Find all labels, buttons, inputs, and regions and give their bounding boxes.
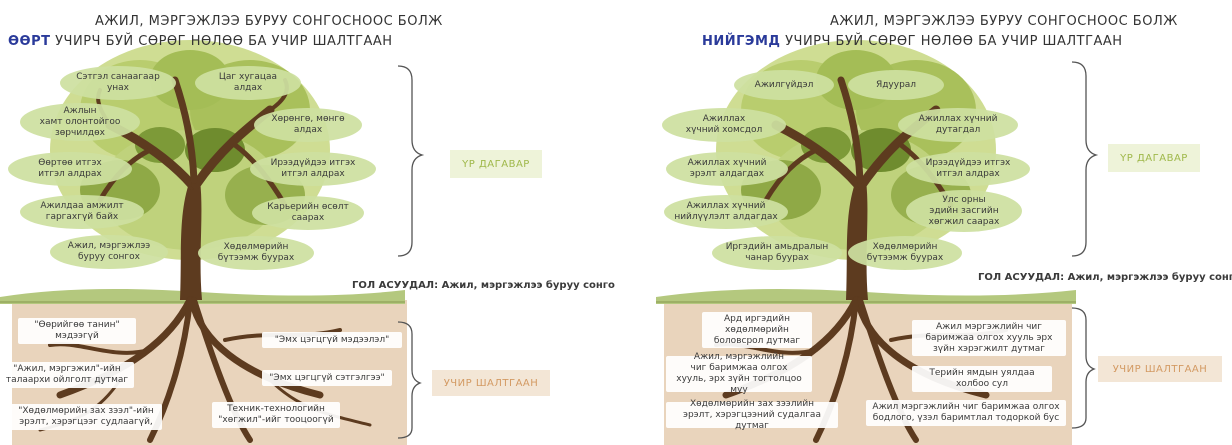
right-title-rest: УЧИРЧ БУЙ СӨРӨГ НӨЛӨӨ БА УЧИР ШАЛТГААН [780, 34, 1123, 49]
cause-label: "Эмх цэгцгүй мэдээлэл" [262, 332, 402, 348]
cause-label: Терийн ямдын уялдаа холбоо сул [912, 366, 1052, 392]
cause-label: Ажил мэргэжлийн чиг баримжаа олгох бодло… [866, 400, 1066, 426]
right-results-badge: ҮР ДАГАВАР [1108, 144, 1200, 172]
left-main-problem: ГОЛ АСУУДАЛ: Ажил, мэргэжлээ буруу сонго [352, 280, 615, 291]
left-title-accent: ӨӨРТ [8, 34, 51, 49]
result-leaf: Ядуурал [848, 70, 944, 100]
left-title-line2: ӨӨРТ УЧИРЧ БУЙ СӨРӨГ НӨЛӨӨ БА УЧИР ШАЛТГ… [8, 34, 393, 49]
cause-label: Ажил мэргэжлийн чиг баримжаа олгох хууль… [912, 320, 1066, 356]
result-leaf: Улс орны эдийн засгийн хөгжил саарах [906, 190, 1022, 232]
right-title-accent: НИЙГЭМД [702, 34, 781, 49]
cause-label: "Эмх цэгцгүй сэтгэлгээ" [262, 370, 392, 386]
result-leaf: Карьерийн өсөлт саарах [252, 196, 364, 230]
right-title-line2: НИЙГЭМД УЧИРЧ БУЙ СӨРӨГ НӨЛӨӨ БА УЧИР ША… [702, 34, 1123, 49]
right-title-line1: АЖИЛ, МЭРГЭЖЛЭЭ БУРУУ СОНГОСНООС БОЛЖ [830, 14, 1178, 29]
cause-label: Техник-технологийн "хөгжил"-ийг тооцоогү… [212, 402, 340, 428]
left-title-line1: АЖИЛ, МЭРГЭЖЛЭЭ БУРУУ СОНГОСНООС БОЛЖ [95, 14, 443, 29]
result-leaf: Хөдөлмөрийн бүтээмж буурах [848, 236, 962, 270]
result-leaf: Иргэдийн амьдралын чанар буурах [712, 236, 842, 270]
cause-label: "Өөрийгөө танин" мэдээгүй [18, 318, 136, 344]
cause-label: "Хөдөлмөрийн зах зээл"-ийн эрэлт, хэрэгц… [10, 404, 162, 430]
result-leaf: Ажилдаа амжилт гаргахгүй байх [20, 195, 144, 229]
left-causes-badge: УЧИР ШАЛТГААН [432, 370, 550, 396]
result-leaf: Ажлын хамт олонтойгоо зөрчилдөх [20, 103, 140, 141]
left-panel: АЖИЛ, МЭРГЭЖЛЭЭ БУРУУ СОНГОСНООС БОЛЖ ӨӨ… [0, 14, 615, 445]
result-leaf: Ажилгүйдэл [734, 70, 834, 100]
result-leaf: Хөдөлмөрийн бүтээмж буурах [198, 236, 314, 270]
result-leaf: Ирээдүйдээ итгэх итгэл алдрах [250, 152, 376, 186]
cause-label: Ард иргэдийн хөдөлмөрийн боловсрол дутма… [702, 312, 812, 348]
result-leaf: Ирээдүйдээ итгэх итгэл алдрах [906, 152, 1030, 186]
result-leaf: Ажиллах хүчний дутагдал [898, 108, 1018, 142]
cause-label: Хөдөлмөрийн зах зээлийн эрэлт, хэрэгцээн… [666, 399, 838, 431]
result-leaf: Өөртөө итгэх итгэл алдрах [8, 152, 132, 186]
left-title-rest: УЧИРЧ БУЙ СӨРӨГ НӨЛӨӨ БА УЧИР ШАЛТГААН [50, 34, 393, 49]
result-leaf: Цаг хугацаа алдах [195, 66, 301, 100]
cause-label: "Ажил, мэргэжил"-ийн талаархи ойлголт ду… [0, 362, 134, 388]
result-leaf: Сэтгэл санаагаар унах [60, 66, 176, 100]
right-panel: АЖИЛ, МЭРГЭЖЛЭЭ БУРУУ СОНГОСНООС БОЛЖ НИ… [616, 0, 1232, 445]
right-main-problem: ГОЛ АСУУДАЛ: Ажил, мэргэжлээ буруу сонго [978, 272, 1232, 283]
result-leaf: Ажиллах хүчний эрэлт алдагдах [666, 152, 788, 186]
right-causes-badge: УЧИР ШАЛТГААН [1098, 356, 1222, 382]
result-leaf: Хөрөнгө, мөнгө алдах [254, 108, 362, 142]
cause-label: Ажил, мэргэжлийн чиг баримжаа олгох хуул… [666, 352, 812, 395]
result-leaf: Ажиллах хүчний хомсдол [662, 108, 786, 142]
result-leaf: Ажил, мэргэжлээ буруу сонгох [50, 235, 168, 269]
result-leaf: Ажиллах хүчний нийлүүлэлт алдагдах [664, 195, 788, 229]
left-results-badge: ҮР ДАГАВАР [450, 150, 542, 178]
